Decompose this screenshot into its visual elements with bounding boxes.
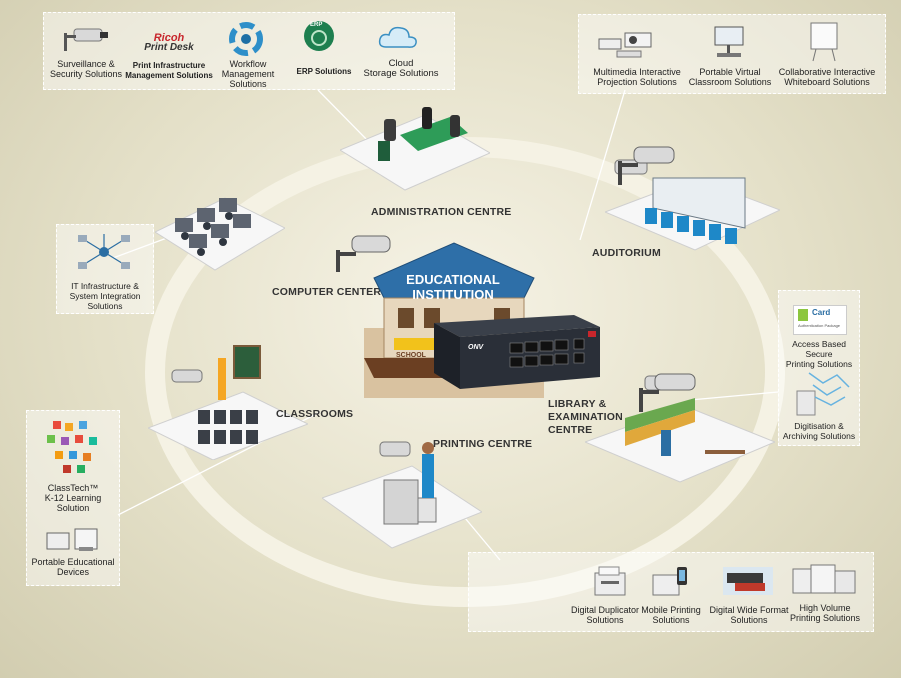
app-icons-cluster: [45, 419, 105, 475]
camera-computer-center-icon: [336, 232, 396, 276]
camera-library-icon: [637, 370, 699, 414]
auditorium-scene: [605, 150, 780, 260]
virtual-classroom-icon: [709, 23, 749, 61]
network-topology-icon: [75, 231, 133, 273]
wide-format-icon: [721, 561, 775, 599]
digitisation-label: Digitisation &Archiving Solutions: [782, 421, 856, 441]
classrooms-label: CLASSROOMS: [276, 408, 354, 420]
administration-scene: [340, 95, 490, 195]
printing-centre-scene: [322, 438, 482, 558]
digital-duplicator-icon: [591, 563, 631, 599]
portable-device-icon: [45, 525, 101, 555]
computer-lab-scene: [155, 180, 285, 280]
card-authentication-logo: Card Authentication Package: [793, 305, 847, 335]
computer-center-label: COMPUTER CENTER: [272, 286, 382, 298]
school-sign: SCHOOL: [396, 352, 426, 359]
library-solutions-box: Card Authentication Package Access Based…: [778, 290, 860, 446]
printing-centre-label: PRINTING CENTRE: [433, 438, 533, 450]
auditorium-label: AUDITORIUM: [592, 247, 661, 259]
library-scene: [585, 370, 775, 490]
projector-icon: [597, 25, 657, 61]
top-left-solutions-box: Surveillance &Security Solutions Ricoh P…: [43, 12, 455, 90]
classroom-scene: [148, 340, 308, 460]
high-volume-printer-icon: [791, 561, 857, 597]
cloud-icon: [378, 23, 418, 53]
surveillance-label: Surveillance &Security Solutions: [49, 59, 123, 79]
erp-badge: ERP: [310, 22, 323, 28]
erp-icon: [302, 19, 336, 53]
workflow-icon: [226, 21, 266, 57]
ricoh-print-desk-logo: Ricoh Print Desk: [144, 32, 194, 53]
switch-brand: ONV: [468, 344, 484, 351]
mobile-printing-icon: [651, 563, 691, 599]
erp-label: ERP Solutions: [296, 67, 352, 76]
digitisation-icon: [795, 367, 851, 417]
network-switch: [424, 315, 600, 391]
administration-label: ADMINISTRATION CENTRE: [371, 206, 512, 218]
camera-auditorium-icon: [616, 143, 678, 187]
surveillance-icon: [64, 21, 110, 55]
whiteboard-icon: [807, 21, 841, 63]
